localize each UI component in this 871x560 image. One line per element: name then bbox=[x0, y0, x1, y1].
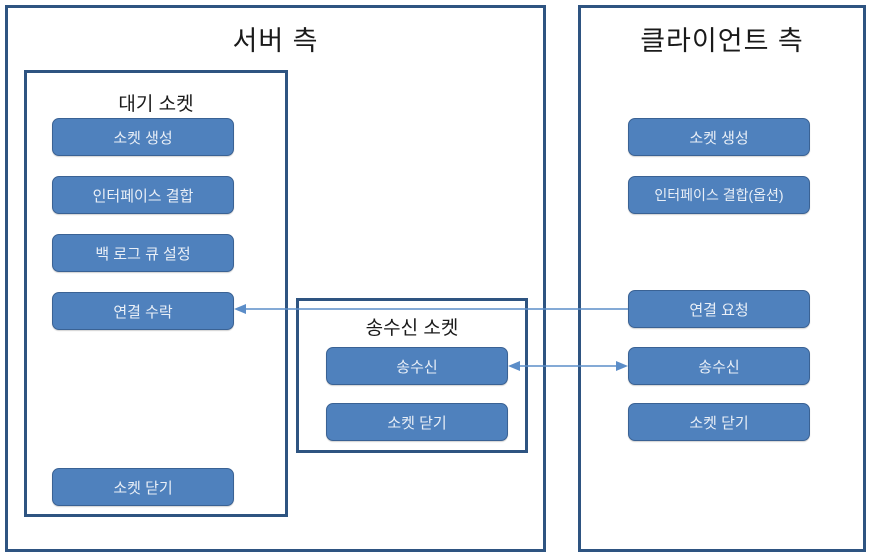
server-panel-title: 서버 측 bbox=[232, 26, 319, 56]
server-io-step-send-receive[interactable]: 송수신 bbox=[326, 347, 508, 385]
client-step-bind-interface-optional[interactable]: 인터페이스 결합(옵션) bbox=[628, 176, 810, 214]
server-step-bind-interface[interactable]: 인터페이스 결합 bbox=[52, 176, 234, 214]
client-step-send-receive-label: 송수신 bbox=[698, 358, 740, 376]
client-step-create-socket-label: 소켓 생성 bbox=[689, 129, 749, 147]
client-step-close-socket[interactable]: 소켓 닫기 bbox=[628, 403, 810, 441]
client-step-create-socket[interactable]: 소켓 생성 bbox=[628, 118, 810, 156]
server-step-accept-connection-label: 연결 수락 bbox=[113, 303, 173, 321]
server-step-set-backlog-queue[interactable]: 백 로그 큐 설정 bbox=[52, 234, 234, 272]
server-step-close-socket[interactable]: 소켓 닫기 bbox=[52, 468, 234, 506]
server-io-step-close-socket-label: 소켓 닫기 bbox=[387, 414, 447, 432]
client-step-send-receive[interactable]: 송수신 bbox=[628, 347, 810, 385]
client-step-request-connection[interactable]: 연결 요청 bbox=[628, 290, 810, 328]
server-step-set-backlog-queue-label: 백 로그 큐 설정 bbox=[95, 245, 191, 263]
client-panel-title: 클라이언트 측 bbox=[640, 26, 804, 56]
server-io-step-send-receive-label: 송수신 bbox=[396, 358, 438, 376]
listening-socket-title: 대기 소켓 bbox=[118, 94, 194, 115]
server-step-bind-interface-label: 인터페이스 결합 bbox=[92, 187, 194, 205]
server-step-accept-connection[interactable]: 연결 수락 bbox=[52, 292, 234, 330]
client-step-close-socket-label: 소켓 닫기 bbox=[689, 414, 749, 432]
server-step-close-socket-label: 소켓 닫기 bbox=[113, 479, 173, 497]
client-step-request-connection-label: 연결 요청 bbox=[689, 301, 749, 319]
client-panel: 클라이언트 측 bbox=[578, 5, 866, 552]
server-step-create-socket[interactable]: 소켓 생성 bbox=[52, 118, 234, 156]
io-socket-title: 송수신 소켓 bbox=[365, 318, 459, 339]
client-step-bind-interface-optional-label: 인터페이스 결합(옵션) bbox=[654, 187, 784, 203]
server-step-create-socket-label: 소켓 생성 bbox=[113, 129, 173, 147]
server-io-step-close-socket[interactable]: 소켓 닫기 bbox=[326, 403, 508, 441]
